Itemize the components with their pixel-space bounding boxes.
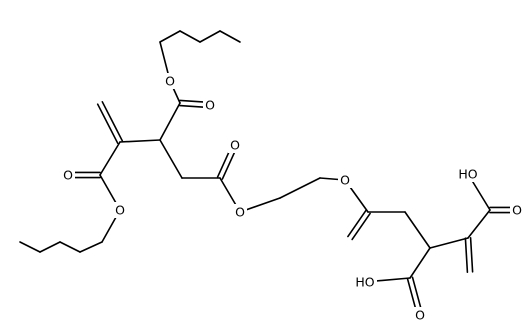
bond — [159, 102, 181, 141]
bond — [404, 211, 431, 249]
bond — [159, 139, 183, 179]
atom-label-background — [163, 73, 177, 89]
bond — [409, 247, 431, 279]
bond — [467, 209, 491, 239]
atom-label-oxygen: O — [115, 203, 125, 218]
atom-label-oxygen: O — [205, 98, 215, 113]
bond — [119, 139, 161, 143]
atom-label-oxygen: O — [415, 308, 425, 322]
atom-label-oxygen: O — [63, 168, 73, 183]
bond — [79, 241, 103, 253]
bond — [351, 212, 371, 241]
bond — [39, 241, 61, 253]
bond — [347, 209, 367, 238]
bond — [219, 30, 241, 43]
atom-label-oxygen: O — [165, 74, 175, 89]
bond — [96, 103, 119, 144]
atom-label-oxygen: O — [512, 203, 522, 218]
bond — [279, 177, 321, 199]
atom-label-background — [338, 172, 352, 188]
bond — [429, 237, 469, 249]
bond — [19, 241, 41, 253]
atom-label-oxygen: O — [340, 173, 350, 188]
atom-label-hydroxyl: HO — [355, 275, 374, 290]
atom-label-background — [228, 137, 242, 153]
bond — [464, 237, 469, 273]
atom-label-background — [456, 166, 480, 182]
atom-label-background — [203, 97, 217, 113]
bond — [101, 101, 124, 142]
bond — [159, 30, 181, 43]
bond — [179, 30, 201, 43]
atom-label-background — [510, 202, 524, 218]
atom-label-background — [353, 274, 377, 290]
bond — [59, 241, 81, 253]
atom-label-background — [413, 307, 427, 322]
bonds — [19, 30, 518, 317]
atom-label-background — [61, 167, 75, 183]
atom-label-background — [113, 202, 127, 218]
atom-labels: O O O O O O O HO O HO O — [61, 73, 524, 322]
bond — [99, 141, 121, 176]
atom-label-oxygen: O — [235, 205, 245, 220]
atom-label-hydroxyl: HO — [458, 167, 477, 182]
atom-label-background — [233, 204, 247, 220]
bond — [469, 237, 474, 273]
bond — [199, 30, 221, 43]
atom-label-oxygen: O — [230, 138, 240, 153]
